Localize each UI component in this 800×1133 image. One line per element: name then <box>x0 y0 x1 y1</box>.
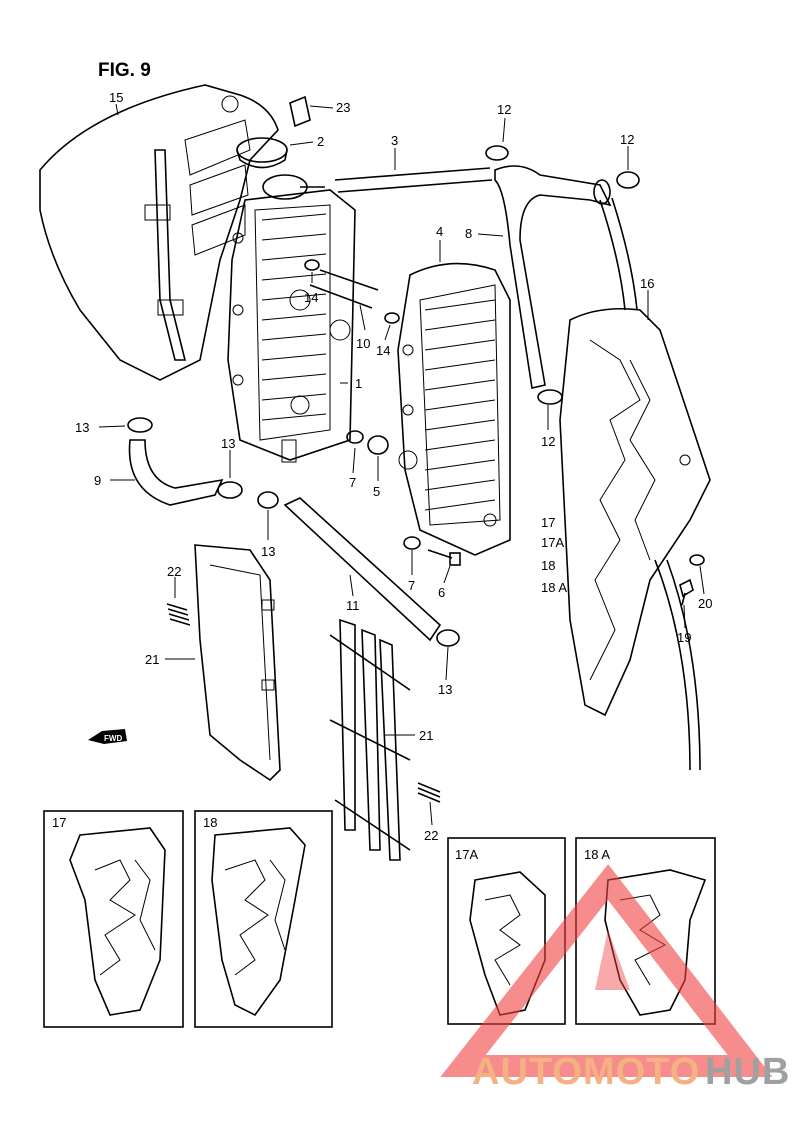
spring-part-22a <box>166 603 191 626</box>
clamp-part-13d <box>436 629 460 647</box>
bolt-part-19 <box>679 578 694 606</box>
hose-part-11 <box>283 497 442 642</box>
guard-part-21-right <box>329 618 411 861</box>
clamp-part-12a <box>485 145 509 161</box>
bolt-part-6 <box>427 549 461 566</box>
callout-5: 5 <box>373 484 380 499</box>
washer-part-7b <box>403 536 421 550</box>
callout-14b: 14 <box>376 343 390 358</box>
watermark-text-automoto: AUTOMOTO <box>472 1051 700 1093</box>
callout-13c: 13 <box>261 544 275 559</box>
callout-17a: 17A <box>541 535 564 550</box>
callout-12b: 12 <box>620 132 634 147</box>
svg-text:FWD: FWD <box>104 734 122 743</box>
callout-9: 9 <box>94 473 101 488</box>
callout-21b: 21 <box>419 728 433 743</box>
grommet-part-5 <box>367 435 389 455</box>
watermark-triangle <box>440 864 773 1077</box>
callout-14a: 14 <box>304 290 318 305</box>
watermark-logo: AUTOMOTO HUB <box>440 864 790 1093</box>
hose-part-8 <box>494 165 612 389</box>
hose-part-10 <box>309 269 379 309</box>
callout-2: 2 <box>317 134 324 149</box>
callout-8: 8 <box>465 226 472 241</box>
inset-18: 18 <box>194 810 333 1028</box>
callout-17: 17 <box>541 515 555 530</box>
clamp-part-13a <box>127 417 153 433</box>
callouts: 15 23 2 3 12 12 4 8 14 10 14 16 1 13 12 … <box>75 90 712 843</box>
callout-22b: 22 <box>424 828 438 843</box>
hose-part-3 <box>334 167 493 193</box>
radiator-cap-part-2 <box>236 137 308 200</box>
callout-1: 1 <box>355 376 362 391</box>
callout-7b: 7 <box>408 578 415 593</box>
spring-part-22b <box>417 782 441 803</box>
watermark-text-hub: HUB <box>705 1051 790 1093</box>
svg-text:17A: 17A <box>455 847 478 862</box>
callout-4: 4 <box>436 224 443 239</box>
callout-10: 10 <box>356 336 370 351</box>
callout-15: 15 <box>109 90 123 105</box>
clamp-part-13c <box>257 491 279 509</box>
inset-17: 17 <box>43 810 184 1028</box>
radiator-left-part-1 <box>227 186 356 463</box>
svg-text:18: 18 <box>203 815 217 830</box>
callout-20: 20 <box>698 596 712 611</box>
svg-text:18 A: 18 A <box>584 847 610 862</box>
guard-part-21-left <box>194 544 281 782</box>
svg-text:17: 17 <box>52 815 66 830</box>
clamp-part-12b <box>616 171 640 189</box>
callout-19: 19 <box>677 630 691 645</box>
callout-22a: 22 <box>167 564 181 579</box>
callout-13b: 13 <box>221 436 235 451</box>
inset-18a: 18 A <box>575 837 716 1025</box>
callout-18: 18 <box>541 558 555 573</box>
clamp-part-14a <box>304 259 320 271</box>
callout-6: 6 <box>438 585 445 600</box>
pad-part-23 <box>289 95 311 128</box>
callout-12a: 12 <box>497 102 511 117</box>
radiator-right-part-4 <box>397 262 511 556</box>
callout-23: 23 <box>336 100 350 115</box>
fwd-arrow-icon: FWD <box>88 729 127 744</box>
callout-13a: 13 <box>75 420 89 435</box>
callout-11: 11 <box>346 598 360 613</box>
clamp-part-14b <box>384 312 400 324</box>
callout-18a: 18 A <box>541 580 567 595</box>
callout-12c: 12 <box>541 434 555 449</box>
callout-3: 3 <box>391 133 398 148</box>
callout-7a: 7 <box>349 475 356 490</box>
grommet-part-7a <box>346 430 364 444</box>
shroud-part-16 <box>559 197 711 771</box>
figure-title: FIG. 9 <box>98 60 151 81</box>
washer-part-20 <box>689 554 705 566</box>
callout-13d: 13 <box>438 682 452 697</box>
callout-21a: 21 <box>145 652 159 667</box>
shroud-part-15 <box>39 84 279 381</box>
callout-16: 16 <box>640 276 654 291</box>
hose-part-9 <box>128 439 224 506</box>
leader-lines <box>98 103 705 826</box>
